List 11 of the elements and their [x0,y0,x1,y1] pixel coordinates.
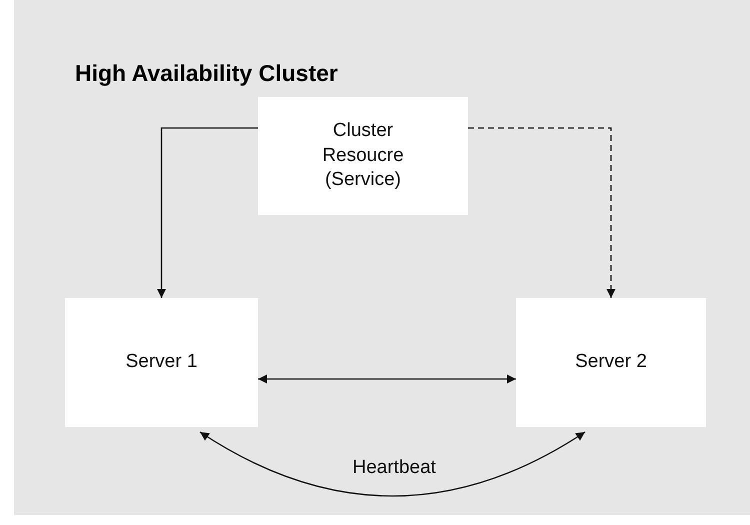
curved-arrow [200,431,586,497]
server-box [65,298,258,427]
arrow [258,374,516,384]
resource-box [258,97,468,215]
diagram-title: High Availability Cluster [75,60,338,87]
node-label: Cluster Resoucre (Service) [321,118,405,192]
arrow [468,127,616,298]
node-label: Server 1 [126,350,198,374]
server-box [516,298,706,427]
node-label: Server 2 [575,350,647,374]
arrow [157,127,258,298]
